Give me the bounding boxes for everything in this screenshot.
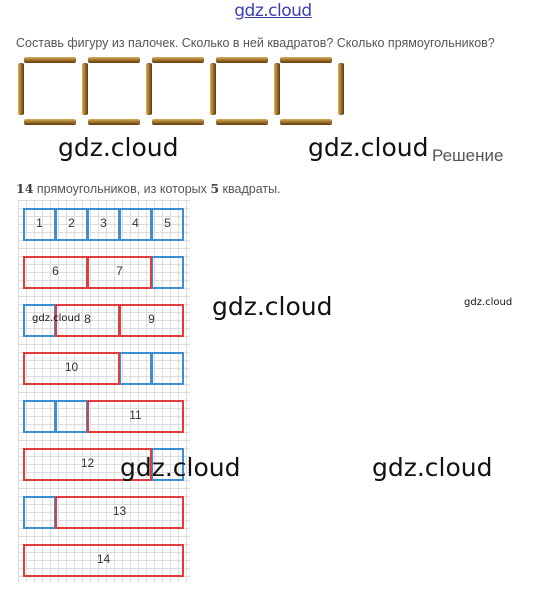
matchstick: [24, 57, 76, 63]
matchstick: [280, 57, 332, 63]
matchstick: [82, 63, 88, 115]
matchstick: [280, 119, 332, 125]
matchstick: [274, 63, 280, 115]
matchstick: [210, 63, 216, 115]
matchstick: [18, 63, 24, 115]
label-8: 8: [84, 312, 91, 326]
square-count: 5: [210, 181, 220, 196]
answer-end: квадраты.: [219, 182, 281, 196]
label-7: 7: [116, 264, 123, 278]
label-9: 9: [148, 312, 155, 326]
watermark-2: gdz.cloud: [308, 133, 429, 162]
watermark-6: gdz.cloud: [120, 453, 241, 482]
label-4: 4: [132, 216, 139, 230]
label-13: 13: [112, 504, 127, 518]
label-14: 14: [96, 552, 111, 566]
rectangle-12: [23, 448, 152, 481]
matchstick: [24, 119, 76, 125]
outline-square: [23, 400, 56, 433]
matchstick: [88, 57, 140, 63]
rectangle-9: [119, 304, 184, 337]
matchstick-figure: [18, 55, 348, 127]
outline-square: [151, 256, 184, 289]
figure-grid: 1 2 3 4 5 6 7 8 9 10 11 12 13 14: [18, 200, 190, 582]
outline-square: [23, 496, 56, 529]
task-question: Составь фигуру из палочек. Сколько в ней…: [16, 36, 495, 50]
rectangle-13: [55, 496, 184, 529]
label-5: 5: [164, 216, 171, 230]
watermark-5: gdz.cloud: [464, 297, 513, 308]
outline-square: [151, 352, 184, 385]
matchstick: [152, 57, 204, 63]
rect-count: 14: [16, 181, 34, 196]
outline-square: [55, 400, 88, 433]
label-3: 3: [100, 216, 107, 230]
rectangle-11: [87, 400, 184, 433]
matchstick: [88, 119, 140, 125]
answer-mid: прямоугольников, из которых: [33, 182, 211, 196]
watermark-4: gdz.cloud: [212, 292, 333, 321]
site-logo[interactable]: gdz.cloud: [234, 1, 312, 21]
watermark-1: gdz.cloud: [58, 133, 179, 162]
rectangle-10: [23, 352, 120, 385]
label-10: 10: [64, 360, 79, 374]
matchstick: [152, 119, 204, 125]
watermark-3: gdz.cloud: [32, 313, 81, 324]
outline-square: [151, 448, 184, 481]
label-1: 1: [36, 216, 43, 230]
outline-square: [119, 352, 152, 385]
solution-heading: Решение: [432, 146, 504, 165]
square-5: [151, 208, 184, 241]
label-2: 2: [68, 216, 75, 230]
matchstick: [216, 57, 268, 63]
label-6: 6: [52, 264, 59, 278]
answer-text: 14 прямоугольников, из которых 5 квадрат…: [16, 181, 281, 196]
matchstick: [216, 119, 268, 125]
rectangle-7: [87, 256, 152, 289]
matchstick: [338, 63, 344, 115]
label-12: 12: [80, 456, 95, 470]
rectangle-14: [23, 544, 184, 577]
matchstick: [146, 63, 152, 115]
watermark-7: gdz.cloud: [372, 453, 493, 482]
label-11: 11: [129, 408, 142, 422]
